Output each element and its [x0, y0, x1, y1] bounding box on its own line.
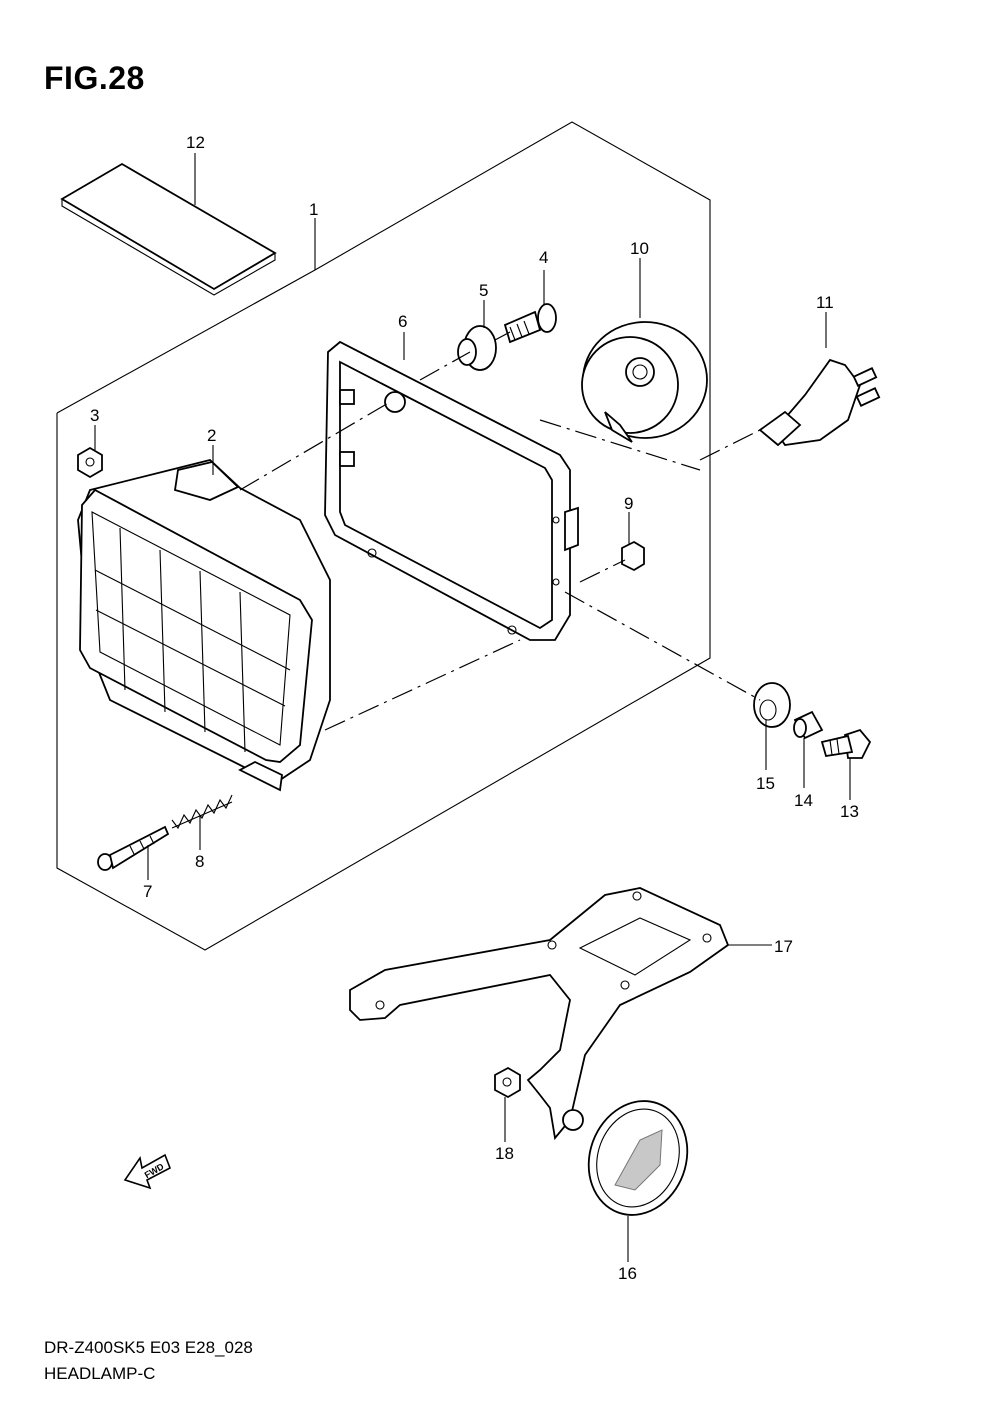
- part-12-pad: [60, 162, 277, 296]
- part-17-bracket: [349, 887, 730, 1141]
- callout-18: 18: [495, 1144, 514, 1163]
- part-11-bulb: [758, 358, 881, 447]
- diagram-code: DR-Z400SK5 E03 E28_028: [44, 1338, 253, 1357]
- part-18-nut: [494, 1066, 521, 1099]
- callout-1: 1: [309, 200, 318, 219]
- part-7-screw: [97, 825, 170, 871]
- callout-10: 10: [630, 239, 649, 258]
- callout-11: 11: [816, 293, 834, 312]
- callout-12: 12: [186, 133, 205, 152]
- fwd-arrow-icon: FWD: [123, 1153, 172, 1190]
- callout-14: 14: [794, 791, 813, 810]
- callout-2: 2: [207, 426, 216, 445]
- callout-7: 7: [143, 882, 152, 901]
- callout-9: 9: [624, 494, 633, 513]
- part-2-headlamp: [77, 459, 331, 792]
- part-3-nut: [77, 446, 103, 479]
- part-14-collar: [793, 710, 824, 740]
- part-15-grommet: [753, 682, 791, 728]
- callout-15: 15: [756, 774, 775, 793]
- callout-16: 16: [618, 1264, 637, 1283]
- callout-8: 8: [195, 852, 204, 871]
- part-8-spring: [171, 794, 233, 830]
- callout-13: 13: [840, 802, 859, 821]
- callout-3: 3: [90, 406, 99, 425]
- assembly-boundary: [56, 121, 711, 951]
- diagram-name: HEADLAMP-C: [44, 1364, 156, 1383]
- callout-4: 4: [539, 248, 548, 267]
- part-4-screw: [503, 303, 557, 344]
- callout-5: 5: [479, 281, 488, 300]
- callout-6: 6: [398, 312, 407, 331]
- figure-title: FIG.28: [44, 60, 145, 96]
- part-6-frame: [324, 340, 579, 641]
- part-10-socket-cover: [581, 321, 708, 443]
- callout-17: 17: [774, 937, 793, 956]
- part-9-nut: [621, 540, 645, 572]
- part-5-grommet: [457, 325, 497, 371]
- part-16-reflector: [587, 1100, 689, 1216]
- part-13-bolt: [820, 728, 872, 759]
